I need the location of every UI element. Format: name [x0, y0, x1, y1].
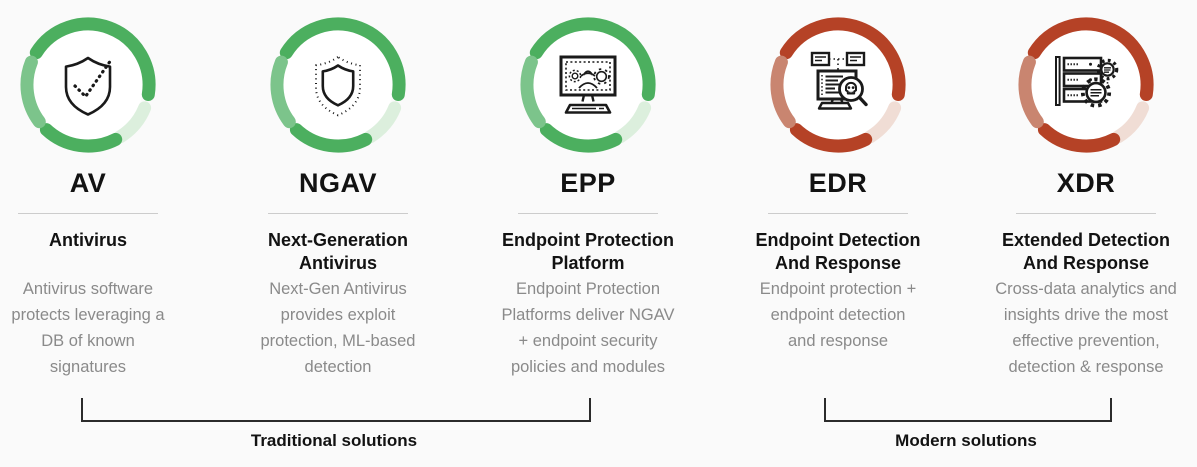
solution-card-av: AV Antivirus Antivirus software protects…: [0, 0, 198, 380]
solution-card-edr: EDR Endpoint Detection And Response Endp…: [728, 0, 948, 354]
double-shield-icon: [315, 56, 361, 117]
ngav-description: Next-Gen Antivirus provides exploit prot…: [260, 280, 416, 376]
xdr-name: Extended Detection And Response: [1001, 230, 1171, 273]
epp-progress-ring: [518, 15, 658, 155]
solution-card-xdr: XDR Extended Detection And Response Cros…: [976, 0, 1196, 380]
traditional-solutions-label: Traditional solutions: [250, 431, 418, 450]
av-name: Antivirus: [48, 230, 127, 250]
ngav-acronym: NGAV: [298, 168, 377, 198]
xdr-progress-ring: [1016, 15, 1156, 155]
monitor-threats-icon: [559, 55, 617, 114]
epp-description: Endpoint Protection Platforms deliver NG…: [501, 280, 675, 376]
ring-graphic: [20, 17, 156, 153]
divider: [518, 213, 658, 214]
xdr-acronym: XDR: [1056, 168, 1116, 198]
divider: [268, 213, 408, 214]
epp-name: Endpoint Protection Platform: [502, 230, 674, 273]
solution-card-ngav: NGAV Next-Generation Antivirus Next-Gen …: [228, 0, 448, 380]
edr-description: Endpoint protection + endpoint detection…: [759, 280, 917, 350]
monitor-skull-magnifier-icon: [810, 51, 868, 110]
divider: [1016, 213, 1156, 214]
divider: [768, 213, 908, 214]
ring-graphic: [270, 17, 406, 153]
edr-name: Endpoint Detection And Response: [755, 230, 921, 273]
xdr-description: Cross-data analytics and insights drive …: [995, 280, 1177, 376]
ring-graphic: [770, 17, 906, 153]
modern-solutions-label: Modern solutions: [895, 431, 1037, 450]
solution-card-epp: EPP Endpoint Protection Platform Endpoin…: [478, 0, 698, 380]
shield-check-icon: [64, 56, 113, 116]
av-acronym: AV: [69, 168, 107, 198]
modern-solutions-bracket: [824, 398, 1112, 422]
edr-progress-ring: [768, 15, 908, 155]
ngav-progress-ring: [268, 15, 408, 155]
ngav-name: Next-Generation Antivirus: [267, 230, 409, 273]
server-gears-icon: [1055, 56, 1119, 108]
epp-acronym: EPP: [560, 168, 616, 198]
av-description: Antivirus software protects leveraging a…: [11, 280, 165, 376]
edr-acronym: EDR: [808, 168, 868, 198]
av-progress-ring: [18, 15, 158, 155]
traditional-solutions-bracket: [81, 398, 591, 422]
divider: [18, 213, 158, 214]
